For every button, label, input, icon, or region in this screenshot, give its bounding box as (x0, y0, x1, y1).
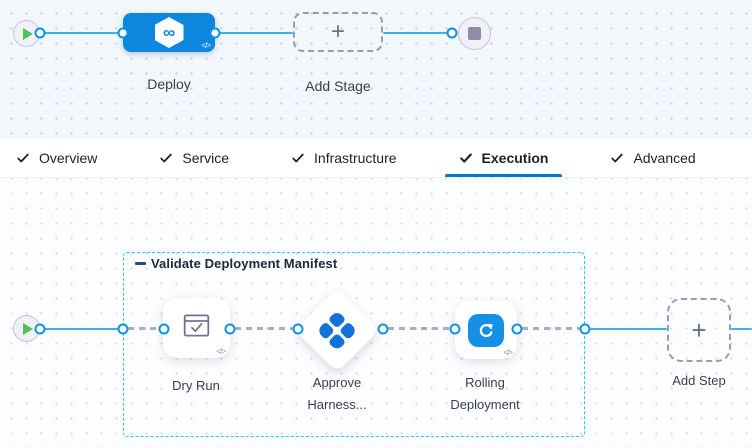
check-icon (610, 151, 624, 165)
tab-label: Advanced (633, 149, 696, 166)
tab-advanced[interactable]: Advanced (596, 138, 709, 177)
step-connector-dashed-line (235, 327, 293, 330)
approval-icon (316, 309, 358, 351)
plus-icon: + (330, 18, 345, 45)
step-node-rolling-deployment[interactable]: </> (455, 301, 517, 359)
stage-connector-line (219, 32, 293, 34)
execution-canvas: Validate Deployment Manifest </> (0, 178, 752, 448)
connector-port (446, 27, 458, 39)
play-icon (23, 322, 33, 335)
pipeline-config-tabs: Overview Service Infrastructure Executio… (0, 138, 752, 178)
step-label-approve: Approve Harness... (307, 375, 367, 412)
pipeline-end-node (458, 17, 491, 50)
connector-port (449, 323, 461, 335)
stage-connector-line (383, 32, 449, 34)
step-connector-dashed-line (128, 327, 159, 330)
stage-canvas: ∞ </> + Deploy Add Stage (0, 0, 752, 138)
connector-port (209, 27, 221, 39)
step-node-dry-run[interactable]: </> (163, 298, 230, 358)
check-icon (159, 151, 173, 165)
rolling-deployment-icon (468, 313, 504, 347)
step-connector-dashed-line (388, 327, 450, 330)
connector-port (34, 27, 46, 39)
tab-infrastructure[interactable]: Infrastructure (277, 138, 410, 177)
plus-icon: + (691, 315, 707, 345)
step-group-label: Validate Deployment Manifest (151, 256, 338, 271)
check-icon (291, 151, 305, 165)
step-group-header[interactable]: Validate Deployment Manifest (135, 256, 337, 271)
connector-port (34, 323, 46, 335)
stage-connector-line (44, 32, 120, 34)
play-icon (23, 27, 33, 40)
connector-port (158, 323, 170, 335)
harness-cd-icon: ∞ (154, 17, 184, 48)
tab-overview[interactable]: Overview (2, 138, 111, 177)
tab-execution[interactable]: Execution (444, 138, 563, 177)
code-icon: </> (201, 41, 211, 50)
connector-port (292, 323, 304, 335)
connector-port (224, 323, 236, 335)
tab-label: Infrastructure (314, 149, 397, 166)
step-group-box (123, 252, 585, 437)
stop-icon (468, 27, 481, 40)
connector-port (117, 27, 129, 39)
tab-service[interactable]: Service (145, 138, 243, 177)
stage-label-deploy: Deploy (147, 76, 191, 92)
add-stage-button[interactable]: + (293, 12, 383, 52)
connector-port (377, 323, 389, 335)
step-connector-line (731, 328, 752, 330)
tab-label: Execution (481, 149, 549, 166)
code-icon: </> (503, 348, 513, 357)
check-icon (459, 151, 473, 165)
check-icon (16, 151, 30, 165)
step-connector-line (590, 328, 667, 330)
code-icon: </> (216, 347, 226, 356)
add-step-button[interactable]: + (667, 298, 731, 362)
connector-port (579, 323, 591, 335)
dry-run-icon (183, 313, 210, 343)
tab-label: Service (182, 149, 230, 166)
collapse-icon[interactable] (135, 262, 146, 265)
connector-port (511, 323, 523, 335)
step-label-dry-run: Dry Run (172, 378, 220, 393)
stage-label-add-stage: Add Stage (305, 78, 371, 94)
tab-label: Overview (39, 149, 98, 166)
step-connector-line (44, 328, 122, 330)
stage-node-deploy[interactable]: ∞ </> (123, 13, 215, 52)
step-connector-dashed-line (522, 327, 580, 330)
step-label-add-step: Add Step (672, 373, 726, 388)
step-label-rolling-deployment: Rolling Deployment (450, 375, 520, 412)
connector-port (117, 323, 129, 335)
active-tab-underline (444, 174, 563, 177)
